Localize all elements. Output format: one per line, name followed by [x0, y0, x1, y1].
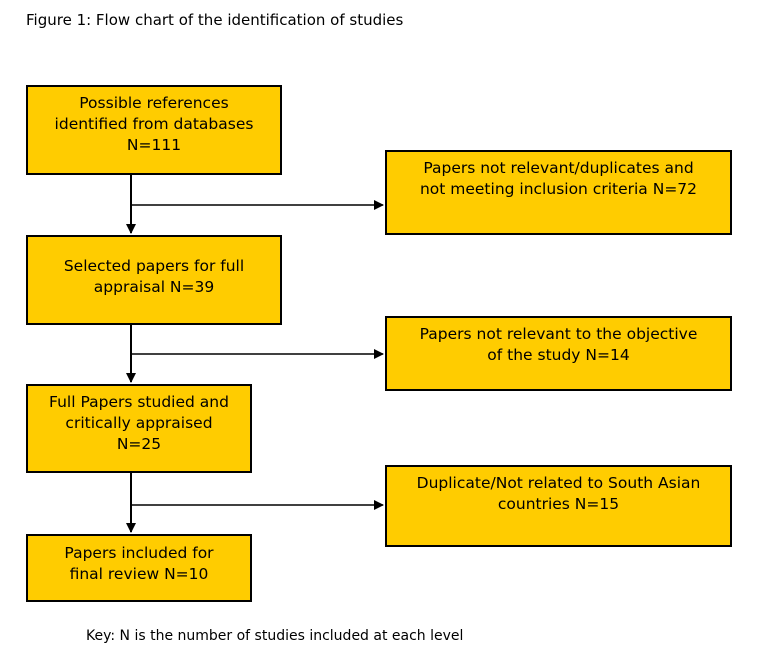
exclusion-box-not-relevant-duplicates: Papers not relevant/duplicates and not m…: [385, 150, 732, 235]
main-box-1-line-2: identified from databases: [54, 115, 254, 133]
main-box-3-line-1: Full Papers studied and: [49, 393, 229, 411]
main-box-1-line-3: N=111: [126, 136, 182, 154]
exclusion-box-1-line-2: not meeting inclusion criteria N=72: [419, 180, 698, 198]
main-box-4-line-1: Papers included for: [64, 544, 214, 562]
main-box-papers-included: Papers included for final review N=10: [26, 534, 252, 602]
figure-title: Figure 1: Flow chart of the identificati…: [26, 11, 404, 29]
exclusion-box-3-line-2: countries N=15: [497, 495, 620, 513]
main-box-possible-references: Possible references identified from data…: [26, 85, 282, 175]
main-box-full-papers: Full Papers studied and critically appra…: [26, 384, 252, 473]
main-box-2-line-2: appraisal N=39: [93, 278, 215, 296]
exclusion-box-2-line-1: Papers not relevant to the objective: [419, 325, 698, 343]
main-box-3-line-2: critically appraised: [65, 414, 213, 432]
main-box-selected-papers: Selected papers for full appraisal N=39: [26, 235, 282, 325]
main-box-4-line-2: final review N=10: [69, 565, 209, 583]
exclusion-box-duplicate-south-asian: Duplicate/Not related to South Asian cou…: [385, 465, 732, 547]
exclusion-box-not-relevant-objective: Papers not relevant to the objective of …: [385, 316, 732, 391]
main-box-1-line-1: Possible references: [79, 94, 229, 112]
exclusion-box-2-line-2: of the study N=14: [487, 346, 630, 364]
main-box-3-line-3: N=25: [116, 435, 162, 453]
exclusion-box-3-line-1: Duplicate/Not related to South Asian: [416, 474, 701, 492]
main-box-2-line-1: Selected papers for full: [63, 257, 245, 275]
key-legend: Key: N is the number of studies included…: [86, 628, 464, 644]
exclusion-box-1-line-1: Papers not relevant/duplicates and: [423, 159, 694, 177]
